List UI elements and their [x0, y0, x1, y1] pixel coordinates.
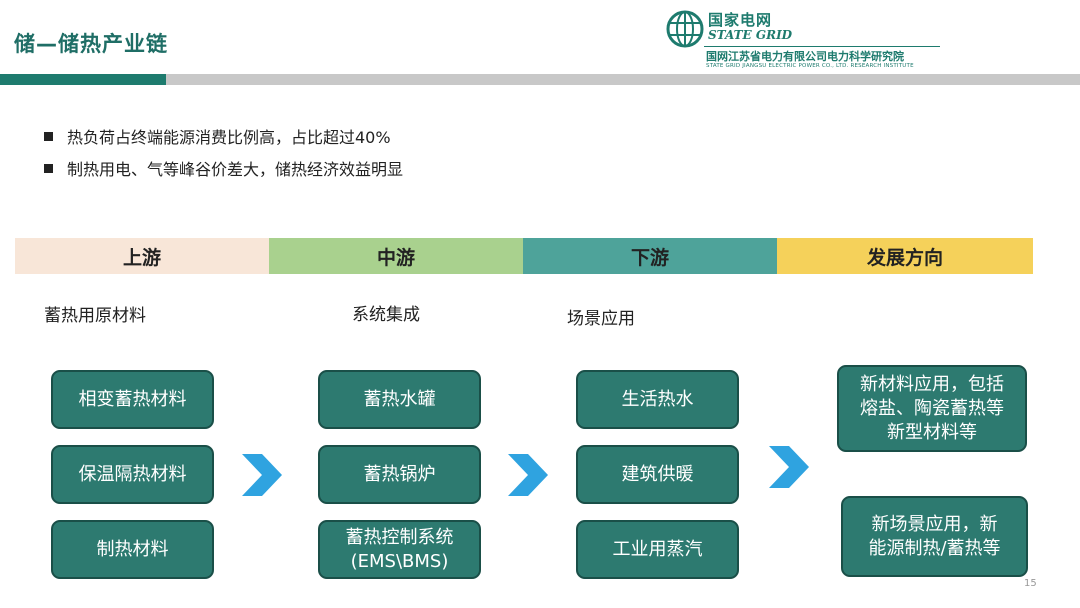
upstream-item-heating-material: 制热材料	[51, 520, 214, 579]
globe-logo-icon	[666, 10, 704, 48]
chevron-right-icon	[242, 454, 282, 496]
bullet-item: 热负荷占终端能源消费比例高，占比超过40%	[44, 124, 391, 148]
logo-english-name: STATE GRID	[708, 28, 793, 42]
bullet-item: 制热用电、气等峰谷价差大，储热经济效益明显	[44, 156, 403, 180]
band-downstream: 下游	[523, 238, 777, 274]
bullet-square-icon	[44, 132, 53, 141]
midstream-label: 系统集成	[352, 305, 420, 325]
midstream-item-water-tank: 蓄热水罐	[318, 370, 481, 429]
bullet-square-icon	[44, 164, 53, 173]
direction-item-new-materials: 新材料应用，包括 熔盐、陶瓷蓄热等 新型材料等	[837, 365, 1027, 452]
header-rule	[166, 74, 1080, 85]
state-grid-logo: 国家电网 STATE GRID 国网江苏省电力有限公司电力科学研究院 STATE…	[664, 6, 954, 70]
midstream-item-boiler: 蓄热锅炉	[318, 445, 481, 504]
downstream-label: 场景应用	[567, 309, 635, 329]
band-midstream: 中游	[269, 238, 523, 274]
band-upstream: 上游	[15, 238, 269, 274]
page-number: 15	[1024, 578, 1037, 589]
page-title: 储—储热产业链	[14, 32, 168, 56]
org-name-en: STATE GRID JIANGSU ELECTRIC POWER CO., L…	[706, 63, 914, 69]
direction-item-new-scenarios: 新场景应用，新 能源制热/蓄热等	[841, 496, 1028, 577]
chevron-right-icon	[769, 446, 809, 488]
org-name-cn: 国网江苏省电力有限公司电力科学研究院	[706, 50, 904, 63]
downstream-item-building-heating: 建筑供暖	[576, 445, 739, 504]
logo-chinese-name: 国家电网	[708, 11, 773, 29]
upstream-item-phase-change: 相变蓄热材料	[51, 370, 214, 429]
chevron-right-icon	[508, 454, 548, 496]
upstream-item-insulation: 保温隔热材料	[51, 445, 214, 504]
midstream-item-control-system: 蓄热控制系统 (EMS\BMS)	[318, 520, 481, 579]
downstream-item-industrial-steam: 工业用蒸汽	[576, 520, 739, 579]
logo-divider	[704, 46, 940, 47]
downstream-item-hot-water: 生活热水	[576, 370, 739, 429]
header-rule-accent	[0, 74, 166, 85]
upstream-label: 蓄热用原材料	[44, 306, 146, 326]
band-direction: 发展方向	[777, 238, 1033, 274]
